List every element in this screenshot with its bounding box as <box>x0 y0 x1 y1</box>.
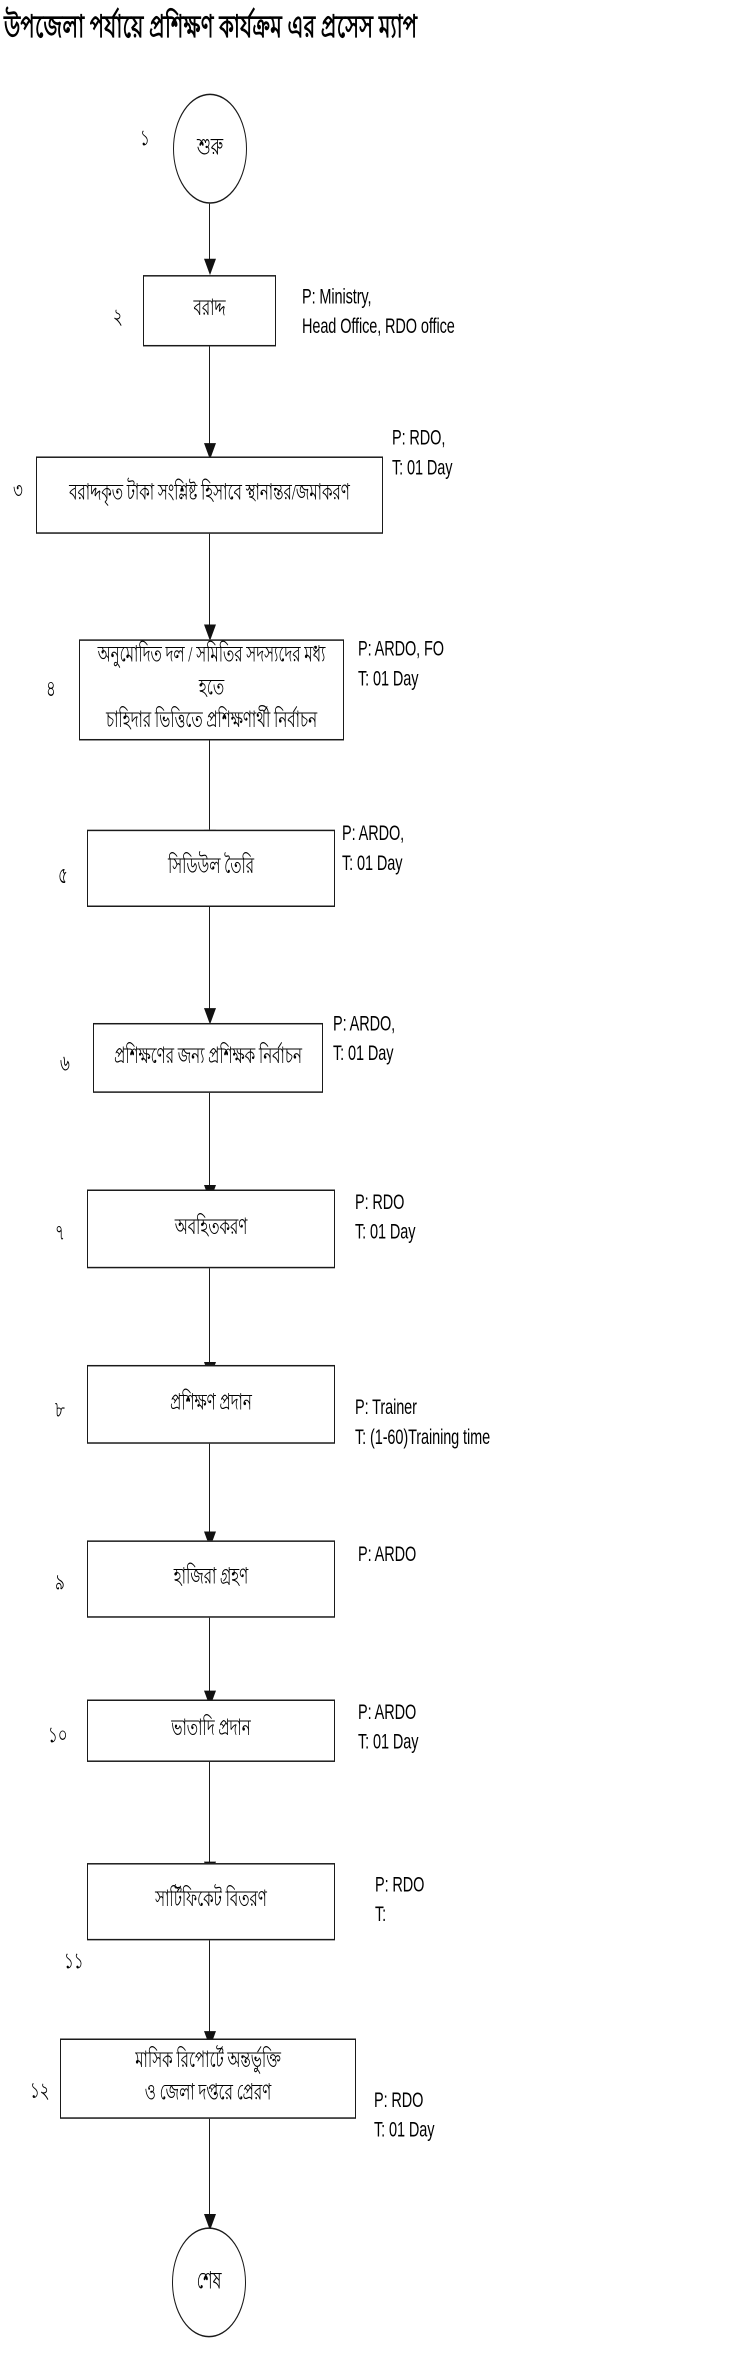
node-fund-transfer-label: বরাদ্দকৃত টাকা সংশ্লিষ্ট হিসাবে স্থানান্… <box>69 481 350 506</box>
connector-11-12 <box>209 1940 211 2035</box>
step-number-6: ৬ <box>60 1052 70 1077</box>
node-training-delivery-label: প্রশিক্ষণ প্রদান <box>170 1391 252 1415</box>
node-trainer-selection: প্রশিক্ষণের জন্য প্রশিক্ষক নির্বাচন <box>93 1022 323 1093</box>
node-notification: অবহিতকরণ <box>87 1189 335 1269</box>
arrowhead-5-6 <box>203 1008 216 1025</box>
annotation-node-4: P: ARDO, FO T: 01 Day <box>358 637 444 691</box>
node-allocation-label: বরাদ্দ <box>193 297 226 322</box>
connector-2-3 <box>209 346 211 447</box>
node-certificate-distribution: সার্টিফিকেট বিতরণ <box>87 1863 335 1941</box>
step-number-12: ১২ <box>30 2080 50 2104</box>
annotation-node-5: P: ARDO, T: 01 Day <box>342 822 405 876</box>
node-allowance-label: ভাতাদি প্রদান <box>171 1717 251 1742</box>
node-monthly-report: মাসিক রিপোর্টে অন্তর্ভুক্তি ও জেলা দপ্তর… <box>60 2038 356 2119</box>
arrowhead-2-3 <box>203 443 216 460</box>
connector-3-4 <box>209 533 211 628</box>
node-trainee-selection-label: অনুমোদিত দল / সমিতির সদস্যদের মধ্য হতে চ… <box>97 644 326 733</box>
step-number-7: ৭ <box>55 1222 65 1247</box>
annotation-node-10: P: ARDO T: 01 Day <box>358 1700 419 1754</box>
annotation-node-2: P: Ministry, Head Office, RDO office <box>302 285 455 339</box>
node-schedule-prep-label: সিডিউল তৈরি <box>167 855 254 879</box>
step-number-9: ৯ <box>55 1571 65 1596</box>
node-schedule-prep: সিডিউল তৈরি <box>87 829 335 907</box>
node-trainee-selection: অনুমোদিত দল / সমিতির সদস্যদের মধ্য হতে চ… <box>79 639 344 741</box>
node-monthly-report-label: মাসিক রিপোর্টে অন্তর্ভুক্তি ও জেলা দপ্তর… <box>135 2049 281 2106</box>
connector-9-10 <box>209 1617 211 1694</box>
node-end: শেষ <box>172 2227 246 2338</box>
node-attendance-label: হাজিরা গ্রহণ <box>173 1565 249 1590</box>
page-title: উপজেলা পর্যায়ে প্রশিক্ষণ কার্যক্রম এর প… <box>4 8 418 45</box>
node-trainer-selection-label: প্রশিক্ষণের জন্য প্রশিক্ষক নির্বাচন <box>114 1044 302 1069</box>
annotation-node-12: P: RDO T: 01 Day <box>374 2089 435 2142</box>
connector-4-5 <box>209 740 211 833</box>
node-notification-label: অবহিতকরণ <box>174 1215 248 1240</box>
node-allocation: বরাদ্দ <box>143 275 276 347</box>
annotation-node-6: P: ARDO, T: 01 Day <box>333 1012 396 1066</box>
annotation-node-11: P: RDO T: <box>375 1873 425 1927</box>
step-number-3: ৩ <box>13 480 23 505</box>
step-number-4: ৪ <box>46 678 56 702</box>
arrowhead-12-end <box>203 2213 216 2231</box>
connector-7-8 <box>209 1268 211 1365</box>
node-training-delivery: প্রশিক্ষণ প্রদান <box>87 1364 335 1444</box>
connector-12-end <box>209 2118 211 2217</box>
arrowhead-3-4 <box>203 624 216 641</box>
connector-5-6 <box>209 906 211 1012</box>
step-number-5: ৫ <box>58 865 68 890</box>
node-start: শুরু <box>173 93 247 204</box>
connector-8-9 <box>209 1443 211 1535</box>
node-end-label: শেষ <box>196 2269 222 2295</box>
step-number-10: ১০ <box>48 1724 68 1749</box>
step-number-11: ১১ <box>64 1950 84 1975</box>
step-number-2: ২ <box>113 306 123 331</box>
connector-6-7 <box>209 1092 211 1189</box>
annotation-node-9: P: ARDO <box>358 1543 417 1568</box>
connector-1-2 <box>209 203 211 262</box>
arrowhead-1-2 <box>203 258 216 276</box>
node-fund-transfer: বরাদ্দকৃত টাকা সংশ্লিষ্ট হিসাবে স্থানান্… <box>36 456 383 534</box>
node-allowance: ভাতাদি প্রদান <box>87 1699 335 1762</box>
connector-10-11 <box>209 1761 211 1865</box>
step-number-1: ১ <box>140 127 150 152</box>
annotation-node-3: P: RDO, T: 01 Day <box>392 426 453 480</box>
node-start-label: শুরু <box>196 135 224 162</box>
node-attendance: হাজিরা গ্রহণ <box>87 1540 335 1618</box>
node-certificate-distribution-label: সার্টিফিকেট বিতরণ <box>155 1888 267 1913</box>
annotation-node-8: P: Trainer T: (1-60)Training time <box>355 1396 491 1450</box>
step-number-8: ৮ <box>55 1399 65 1423</box>
annotation-node-7: P: RDO T: 01 Day <box>355 1190 416 1244</box>
